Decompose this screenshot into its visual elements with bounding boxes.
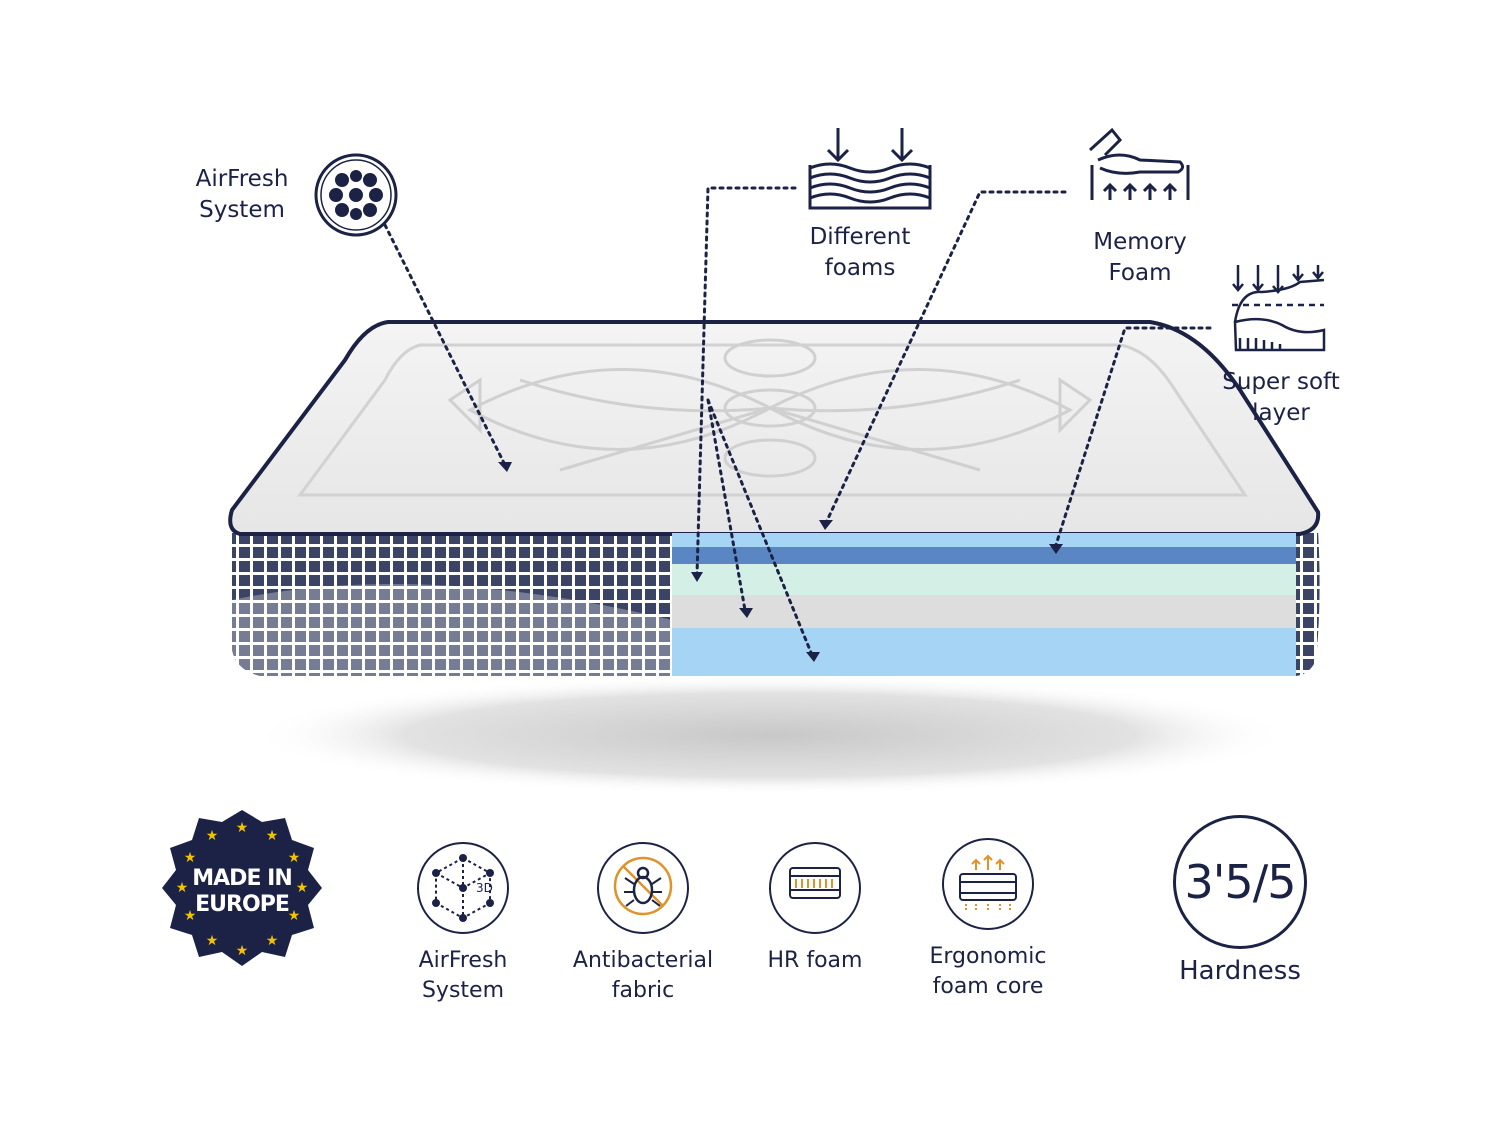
- feature-airfresh-line2: System: [421, 978, 505, 1003]
- callout-super-soft: Super soft layer: [1206, 367, 1356, 429]
- made-in-europe-badge: MADE IN EUROPE: [182, 866, 302, 918]
- feature-ergonomic-line1: Ergonomic: [929, 944, 1047, 969]
- hand-press-foam-icon: [1088, 127, 1190, 200]
- svg-text:★: ★: [288, 850, 301, 866]
- feature-airfresh-circle: [417, 842, 509, 934]
- callout-memory-foam: Memory Foam: [1070, 227, 1210, 289]
- layer-top-blue: [672, 533, 1296, 547]
- svg-text:★: ★: [288, 908, 301, 924]
- callout-memory-line1: Memory: [1093, 229, 1187, 255]
- svg-text:★: ★: [236, 943, 249, 959]
- perforated-circle-icon: [314, 153, 398, 237]
- callout-foams-line1: Different: [809, 224, 911, 250]
- svg-text:★: ★: [296, 880, 309, 896]
- svg-text:★: ★: [184, 908, 197, 924]
- callout-airfresh-top: AirFresh System: [182, 164, 302, 226]
- body-contour-icon: [1232, 265, 1326, 352]
- feature-antibacterial-line2: fabric: [611, 978, 675, 1003]
- layer-hr-blue: [672, 628, 1296, 676]
- badge-line2: EUROPE: [195, 892, 290, 917]
- callout-memory-line2: Foam: [1108, 260, 1172, 286]
- feature-antibacterial-circle: [597, 842, 689, 934]
- svg-text:★: ★: [176, 880, 189, 896]
- badge-line1: MADE IN: [192, 866, 292, 891]
- layer-grey: [672, 595, 1296, 628]
- layer-memory-foam: [672, 547, 1296, 564]
- svg-text:★: ★: [266, 933, 279, 949]
- hardness-value: 3'5/5: [1173, 815, 1307, 949]
- callout-airfresh-line2: System: [199, 197, 285, 223]
- feature-ergonomic: Ergonomic foam core: [898, 838, 1078, 1002]
- svg-text:★: ★: [266, 828, 279, 844]
- eu-stars-seal-icon: ★ ★ ★ ★ ★ ★ ★ ★ ★ ★ ★ ★: [162, 810, 322, 966]
- feature-ergonomic-circle: [942, 838, 1034, 930]
- feature-hr-foam: HR foam: [725, 842, 905, 976]
- svg-text:★: ★: [184, 850, 197, 866]
- callout-soft-line1: Super soft: [1222, 369, 1340, 395]
- feature-airfresh: AirFresh System: [373, 842, 553, 1006]
- waves-pressure-icon: [808, 128, 932, 210]
- hardness-label: Hardness: [1179, 956, 1301, 986]
- feature-airfresh-line1: AirFresh: [418, 948, 508, 973]
- callout-soft-line2: layer: [1252, 400, 1310, 426]
- layer-mint: [672, 564, 1296, 595]
- callout-airfresh-line1: AirFresh: [195, 166, 289, 192]
- svg-text:★: ★: [236, 820, 249, 836]
- svg-text:★: ★: [206, 933, 219, 949]
- feature-ergonomic-line2: foam core: [932, 974, 1044, 999]
- callout-foams-line2: foams: [824, 255, 896, 281]
- mattress-side-right: [1296, 530, 1320, 676]
- feature-antibacterial: Antibacterial fabric: [553, 842, 733, 1006]
- mattress-top: [228, 320, 1321, 536]
- svg-text:★: ★: [206, 828, 219, 844]
- feature-antibacterial-line1: Antibacterial: [572, 948, 714, 973]
- mattress-shadow: [250, 675, 1290, 795]
- feature-hr-foam-line1: HR foam: [767, 948, 863, 973]
- cross-section-layers: [672, 533, 1296, 676]
- callout-different-foams: Different foams: [790, 222, 930, 284]
- feature-hr-foam-circle: [769, 842, 861, 934]
